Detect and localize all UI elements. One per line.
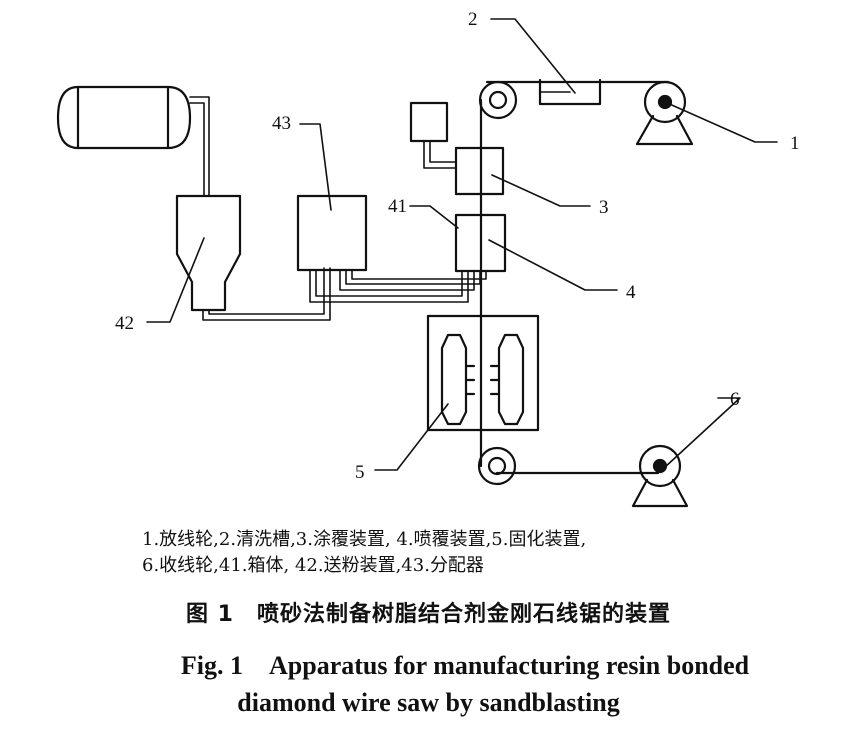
cleaning-tank-2 [538, 78, 602, 106]
apparatus-diagram: 2 1 43 3 41 4 42 6 5 [56, 9, 800, 508]
label-5: 5 [355, 462, 365, 483]
distributor-43 [296, 194, 368, 272]
tank-pipe [189, 96, 210, 197]
top-guide-pulley [478, 80, 518, 120]
figure-caption-chinese: 图 1 喷砂法制备树脂结合剂金刚石线锯的装置 [186, 602, 671, 627]
gas-tank [56, 85, 192, 150]
curing-device-5 [426, 314, 540, 432]
figure-caption-english-line-2: diamond wire saw by sandblasting [237, 688, 620, 717]
label-6: 6 [730, 389, 740, 410]
coating-feed-box [409, 101, 457, 169]
leader-lines [146, 18, 778, 471]
label-4: 4 [626, 282, 636, 303]
legend-line-1: 1.放线轮,2.清洗槽,3.涂覆装置, 4.喷覆装置,5.固化装置, [142, 529, 587, 550]
label-42: 42 [115, 313, 134, 334]
coating-device-3 [454, 146, 505, 196]
powder-feeder-42 [175, 194, 242, 312]
label-43: 43 [272, 113, 291, 134]
payoff-wheel-1 [635, 80, 694, 146]
wire-path [479, 80, 670, 475]
label-1: 1 [790, 133, 800, 154]
distributor-pipes [309, 269, 487, 303]
label-41: 41 [388, 196, 407, 217]
bottom-guide-pulley [477, 446, 517, 486]
figure-caption-english-line-1: Fig. 1 Apparatus for manufacturing resin… [180, 651, 750, 680]
feeder-pipe [202, 267, 331, 321]
label-2: 2 [468, 9, 478, 30]
takeup-wheel-6 [631, 444, 689, 508]
legend-line-2: 6.收线轮,41.箱体, 42.送粉装置,43.分配器 [142, 555, 484, 576]
label-3: 3 [599, 197, 609, 218]
